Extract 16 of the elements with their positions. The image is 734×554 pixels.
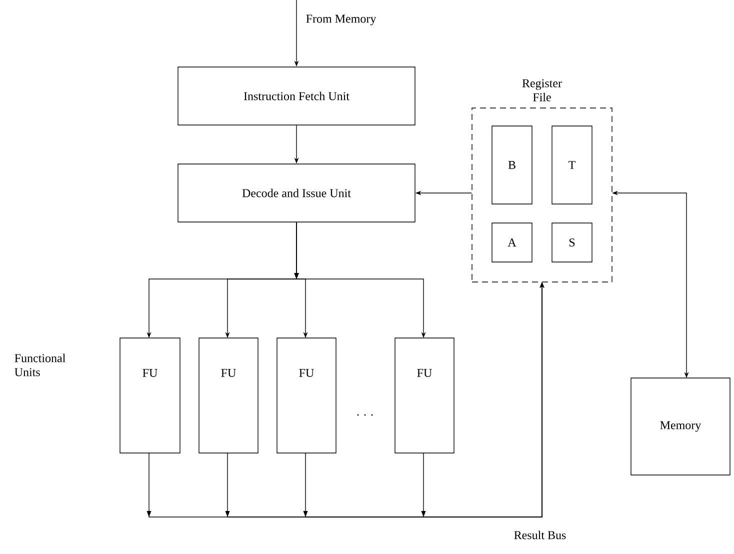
functional-unit-box: FU: [276, 338, 336, 454]
unit-box: Memory: [630, 378, 730, 476]
functional-unit-box: FU: [120, 338, 180, 454]
functional-unit-box: FU: [394, 338, 454, 454]
functional-unit-box: FU: [198, 338, 258, 454]
register-box: T: [552, 126, 592, 204]
text-label: Functional Units: [14, 354, 66, 376]
edge-label: From Memory: [304, 14, 378, 26]
node-label: Register File: [522, 79, 562, 102]
unit-box: Instruction Fetch Unit: [178, 66, 416, 126]
register-box: A: [492, 222, 532, 262]
text-label: Result Bus: [514, 530, 566, 540]
text-label: . . .: [357, 414, 373, 416]
unit-box: Decode and Issue Unit: [178, 164, 416, 222]
register-box: B: [492, 126, 532, 204]
register-box: S: [552, 222, 592, 262]
